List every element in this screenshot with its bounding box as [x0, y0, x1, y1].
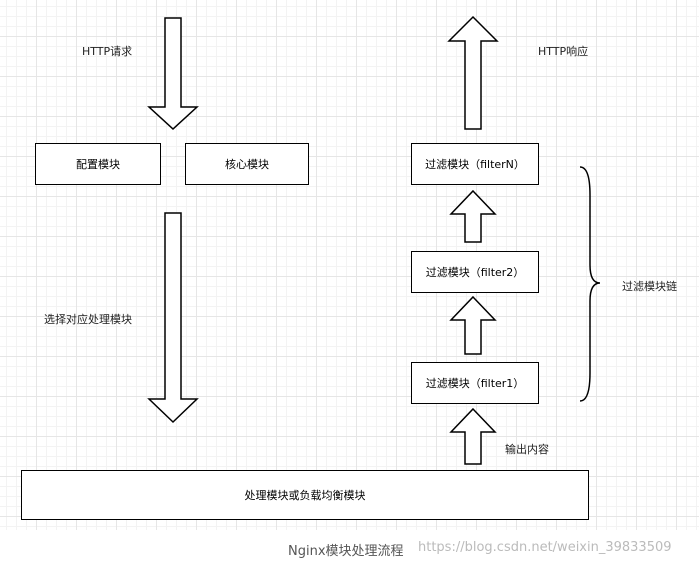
config-module-label: 配置模块: [76, 158, 120, 171]
filter-up-arrow-2-to-n: [449, 189, 497, 243]
select-down-arrow: [147, 212, 199, 424]
filter-n-label: 过滤模块（filterN）: [425, 158, 525, 171]
filter-1-label: 过滤模块（filter1）: [425, 377, 525, 390]
response-up-arrow: [447, 15, 499, 130]
output-content-label: 输出内容: [505, 443, 549, 456]
handler-module-box: 处理模块或负载均衡模块: [21, 470, 589, 520]
http-request-label: HTTP请求: [82, 45, 133, 58]
output-up-arrow: [449, 407, 497, 465]
select-handler-label: 选择对应处理模块: [44, 313, 132, 326]
filter-chain-brace: [579, 166, 601, 402]
http-response-label: HTTP响应: [538, 45, 589, 58]
caption-watermark: https://blog.csdn.net/weixin_39833509: [418, 540, 672, 555]
filter-up-arrow-1-to-2: [449, 295, 497, 355]
filter-chain-label: 过滤模块链: [622, 280, 677, 293]
grid-background: [0, 0, 699, 530]
caption-title: Nginx模块处理流程: [288, 544, 404, 559]
config-module-box: 配置模块: [35, 143, 161, 185]
filter-2-box: 过滤模块（filter2）: [411, 251, 539, 293]
filter-n-box: 过滤模块（filterN）: [411, 143, 539, 185]
handler-module-label: 处理模块或负载均衡模块: [244, 489, 366, 502]
request-down-arrow: [147, 17, 199, 131]
filter-1-box: 过滤模块（filter1）: [411, 362, 539, 404]
core-module-box: 核心模块: [185, 143, 309, 185]
core-module-label: 核心模块: [225, 158, 269, 171]
filter-2-label: 过滤模块（filter2）: [425, 266, 525, 279]
